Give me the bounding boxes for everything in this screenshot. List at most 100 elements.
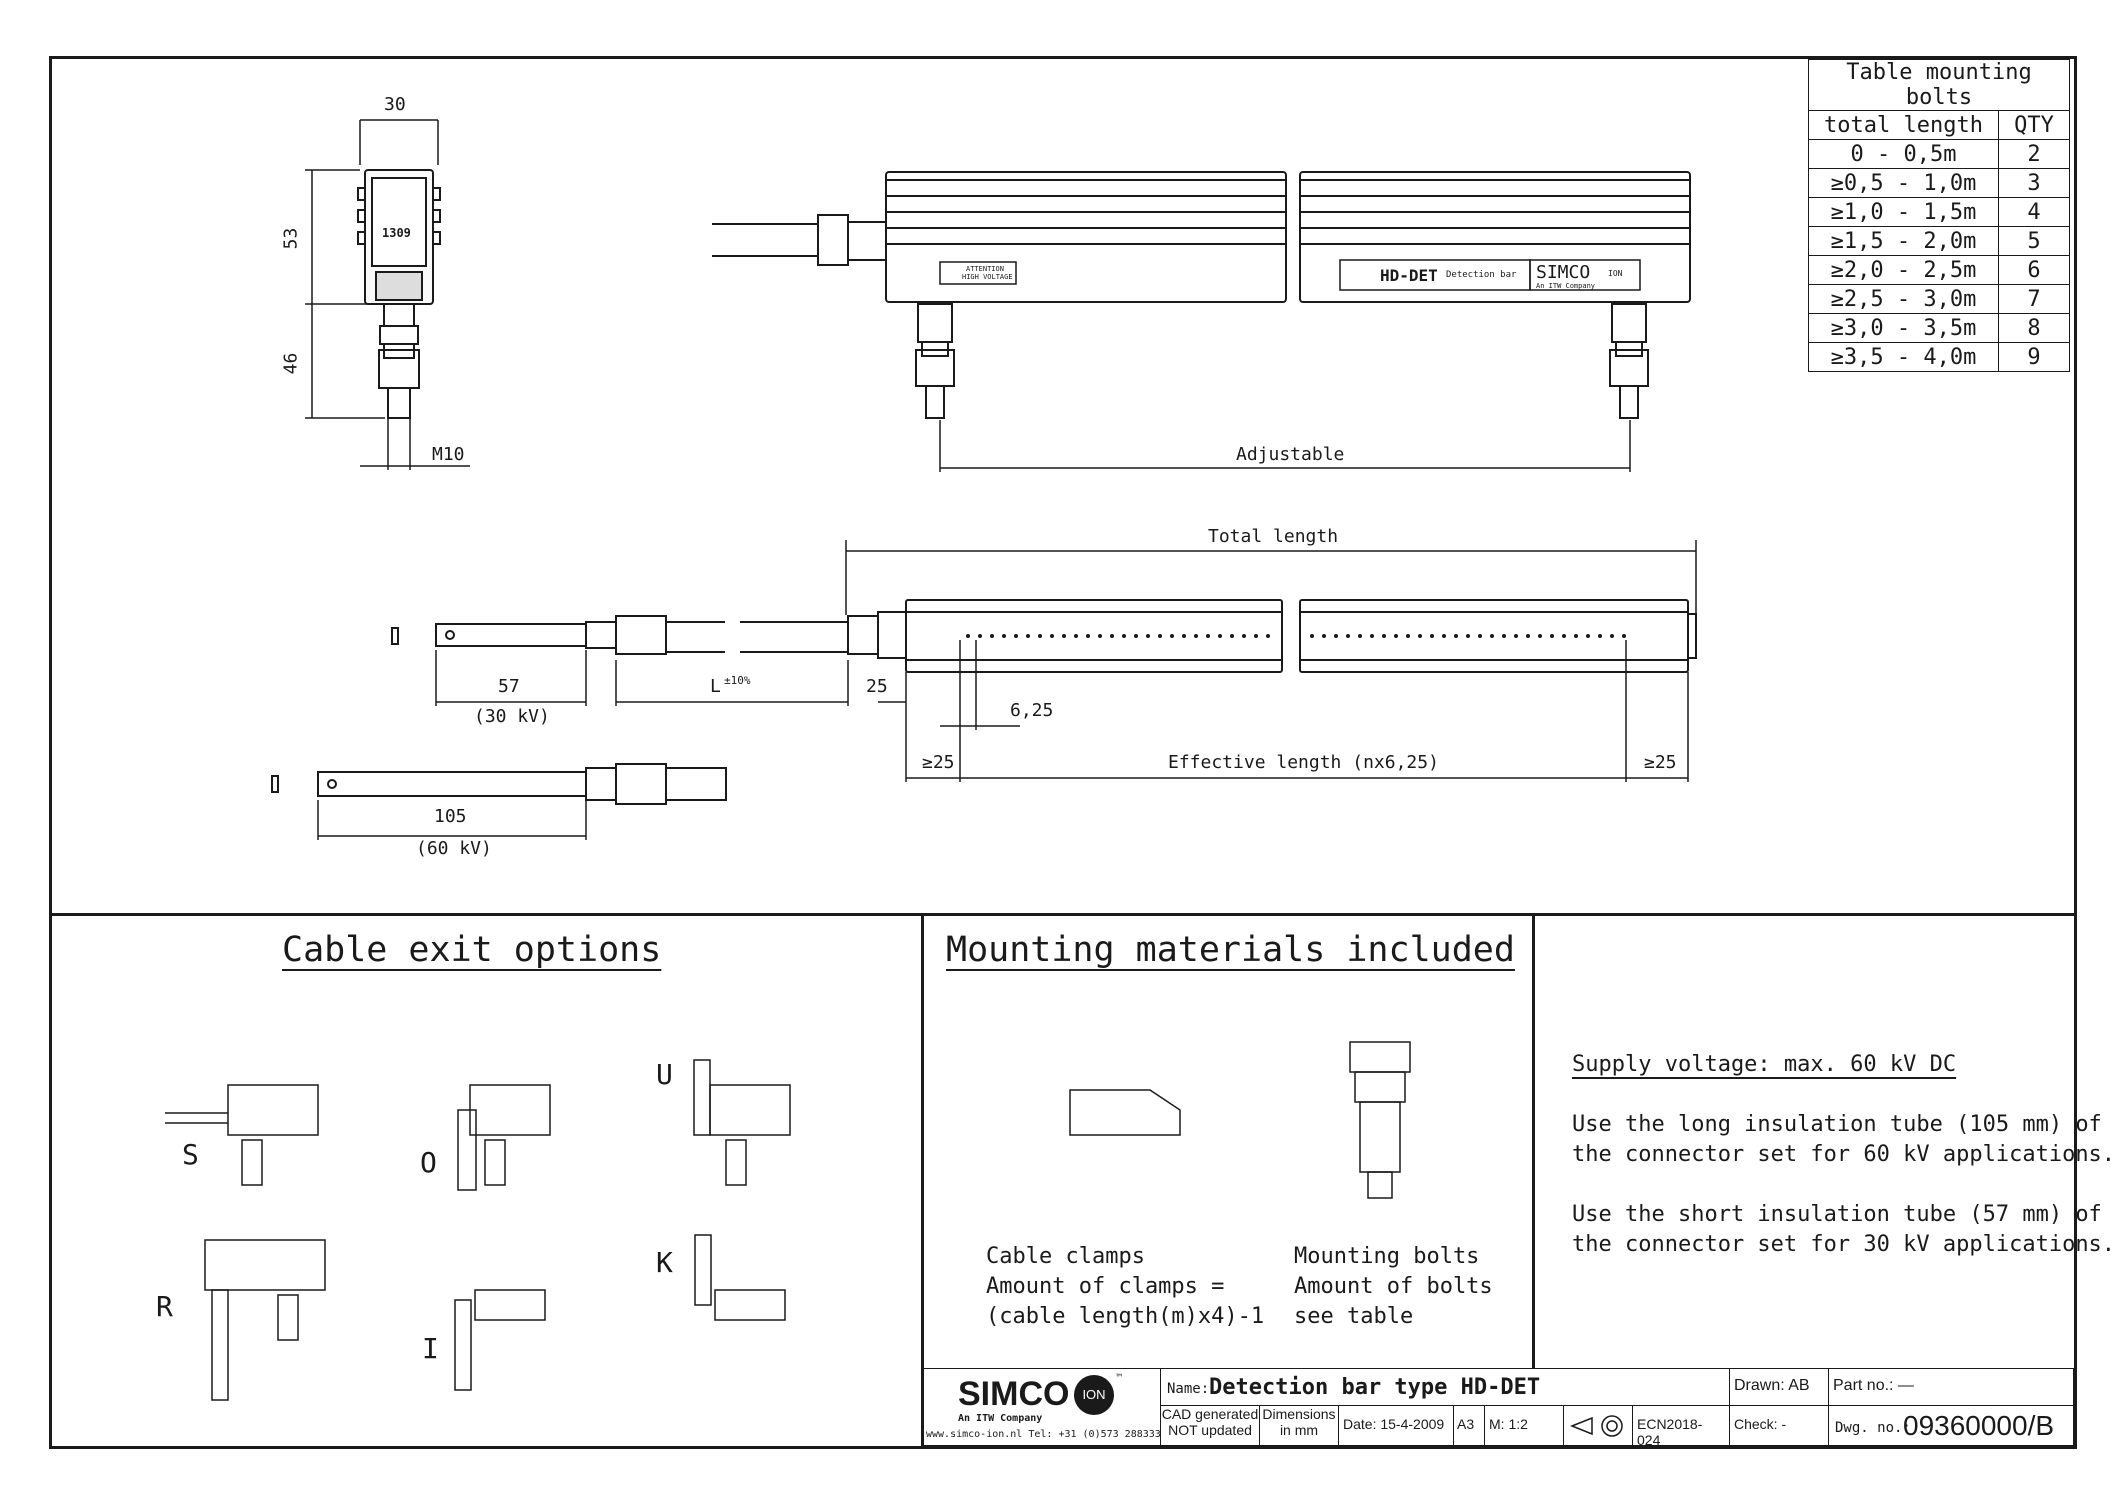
scale-cell: M: 1:2: [1484, 1405, 1564, 1446]
sensor-dot: [1382, 634, 1386, 638]
dim-margin-right: ≥25: [1644, 752, 1677, 773]
projection-symbol: [1563, 1405, 1633, 1446]
row-qty: 2: [1998, 139, 2070, 169]
sensor-dot: [1610, 634, 1614, 638]
section-divider-h: [49, 913, 2074, 916]
sensor-dot: [1110, 634, 1114, 638]
sensor-dot: [1586, 634, 1590, 638]
sensor-dot: [1538, 634, 1542, 638]
projection-icon: [1569, 1415, 1623, 1437]
bar-top-view: [391, 599, 1697, 673]
row-range: ≥2,5 - 3,0m: [1808, 284, 1999, 314]
sensor-dot: [1394, 634, 1398, 638]
dim-connector: 25: [866, 676, 888, 697]
dim-height-top: 53: [280, 227, 302, 250]
sensor-dot: [1146, 634, 1150, 638]
sensor-dot: [1574, 634, 1578, 638]
sensor-dot: [1254, 634, 1258, 638]
dim-margin-left: ≥25: [922, 752, 955, 773]
name-label: Name:: [1167, 1381, 1210, 1397]
dim-width: 30: [384, 94, 406, 115]
row-qty: 3: [1998, 168, 2070, 198]
clamps-line-1: Cable clamps: [986, 1244, 1145, 1269]
mounting-items: [1069, 1041, 1411, 1199]
row-qty: 7: [1998, 284, 2070, 314]
sensor-dot: [1122, 634, 1126, 638]
sensor-dot: [1622, 634, 1626, 638]
sensor-dot: [1550, 634, 1554, 638]
sensor-dot: [1206, 634, 1210, 638]
dim-short-tube-kv: (30 kV): [474, 706, 550, 727]
part-cell: Part no.: —: [1828, 1368, 2074, 1406]
sensor-dot: [1478, 634, 1482, 638]
exit-option-k: K: [656, 1246, 673, 1279]
section-divider-v1: [921, 913, 924, 1446]
dims-line-2: in mm: [1279, 1422, 1319, 1438]
mounting-title: Mounting materials included: [946, 930, 1515, 970]
sensor-dot: [1266, 634, 1270, 638]
trademark: ™: [1116, 1373, 1123, 1384]
supply-voltage-note: Supply voltage: max. 60 kV DC: [1572, 1052, 1957, 1077]
dim-long-tube: 105: [434, 806, 467, 827]
sensor-dot: [1370, 634, 1374, 638]
title-name-cell: Name: Detection bar type HD-DET: [1160, 1368, 1730, 1406]
connector-60kv: [271, 763, 727, 805]
row-range: ≥1,0 - 1,5m: [1808, 197, 1999, 227]
sensor-dot: [1442, 634, 1446, 638]
bolts-line-3: see table: [1294, 1304, 1414, 1329]
check-cell: Check: -: [1729, 1405, 1829, 1446]
short-tube-note-2: the connector set for 30 kV applications…: [1572, 1232, 2116, 1257]
sheet-cell: A3: [1453, 1405, 1485, 1446]
sensor-dot: [1430, 634, 1434, 638]
sensor-dot: [1334, 634, 1338, 638]
dim-short-tube: 57: [498, 676, 520, 697]
row-qty: 6: [1998, 255, 2070, 285]
drawing-border: [49, 56, 2077, 1449]
dim-thread: M10: [432, 444, 465, 465]
cad-line-2: NOT updated: [1168, 1422, 1252, 1438]
exit-option-u: U: [656, 1058, 673, 1091]
sensor-dot: [1490, 634, 1494, 638]
sensor-dot: [1134, 634, 1138, 638]
row-range: ≥0,5 - 1,0m: [1808, 168, 1999, 198]
sensor-dot: [1074, 634, 1078, 638]
date-cell: Date: 15-4-2009: [1338, 1405, 1454, 1446]
logo-company: An ITW Company: [958, 1413, 1043, 1424]
sensor-dot: [1562, 634, 1566, 638]
bolts-line-2: Amount of bolts: [1294, 1274, 1493, 1299]
table-header-qty: QTY: [1998, 110, 2070, 140]
long-tube-note-2: the connector set for 60 kV applications…: [1572, 1142, 2116, 1167]
bar-company-label: An ITW Company: [1536, 282, 1596, 290]
dim-height-bottom: 46: [280, 352, 302, 375]
sensor-dot: [1170, 634, 1174, 638]
dim-cable-tolerance: ±10%: [724, 674, 751, 687]
row-range: 0 - 0,5m: [1808, 139, 1999, 169]
bar-brand-label: SIMCO: [1536, 262, 1591, 283]
table-header-length: total length: [1808, 110, 1999, 140]
row-range: ≥3,5 - 4,0m: [1808, 342, 1999, 372]
drawing-name: Detection bar type HD-DET: [1209, 1375, 1541, 1400]
sensor-dot: [1026, 634, 1030, 638]
row-range: ≥3,0 - 3,5m: [1808, 313, 1999, 343]
dim-long-tube-kv: (60 kV): [416, 838, 492, 859]
sensor-dot: [1098, 634, 1102, 638]
exit-option-o: O: [420, 1146, 437, 1179]
sensor-dot: [1158, 634, 1162, 638]
cad-cell: CAD generated NOT updated: [1160, 1405, 1260, 1446]
sensor-dot: [1526, 634, 1530, 638]
dim-pitch: 6,25: [1010, 700, 1054, 721]
drawn-cell: Drawn: AB: [1729, 1368, 1829, 1406]
sensor-dot: [1218, 634, 1222, 638]
table-title: Table mounting bolts: [1808, 59, 2070, 111]
exit-option-r: R: [156, 1290, 173, 1323]
sensor-dot: [1310, 634, 1314, 638]
cable-exit-sketches: [165, 1059, 791, 1401]
row-range: ≥2,0 - 2,5m: [1808, 255, 1999, 285]
bar-label: 1309: [382, 226, 411, 240]
